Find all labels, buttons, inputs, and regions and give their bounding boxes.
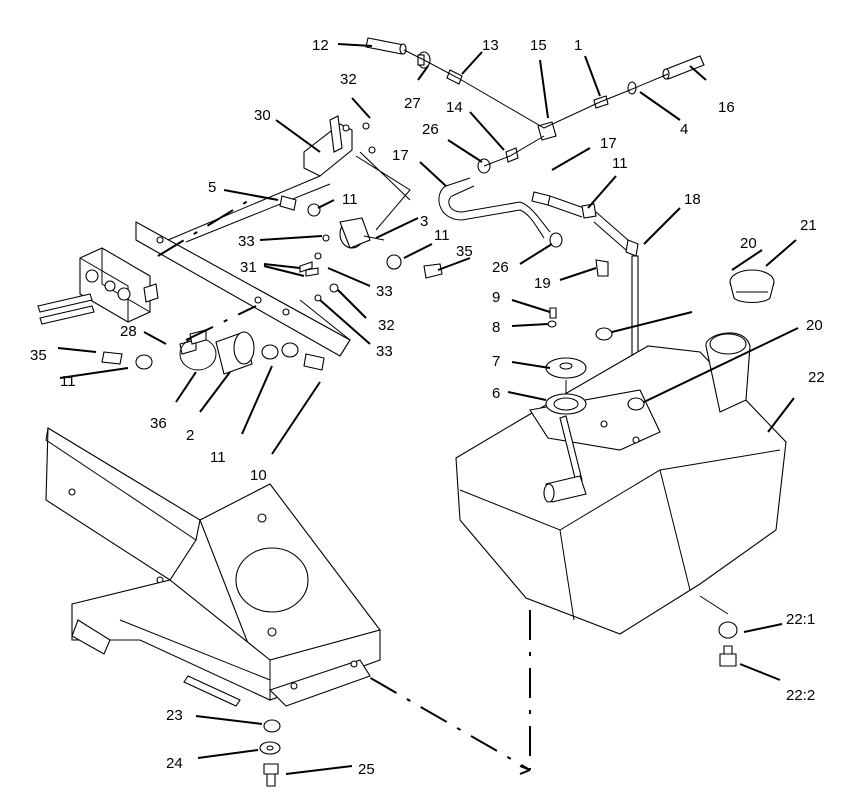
callout-6: 6 [492, 385, 500, 402]
callout-26-lower: 26 [492, 259, 509, 276]
callout-20-right: 20 [806, 317, 823, 334]
callout-15: 15 [530, 37, 547, 54]
callout-9: 9 [492, 289, 500, 306]
hose-35-left [101, 351, 123, 365]
washers-33 [314, 234, 330, 302]
callout-4: 4 [680, 121, 688, 138]
callout-8: 8 [492, 319, 500, 336]
clamp-26-lower [549, 232, 563, 248]
callout-10: 10 [250, 467, 267, 484]
fuel-pump-3 [339, 217, 385, 249]
hose-17-straight [531, 191, 585, 218]
gasket-6 [545, 380, 587, 415]
fitting-11-filter-out [261, 342, 299, 360]
callout-5: 5 [208, 179, 216, 196]
callout-20-top: 20 [740, 235, 757, 252]
chassis-frame [45, 427, 381, 707]
washer-8 [547, 320, 557, 328]
fuel-hose-16 [662, 55, 705, 80]
tee-fitting-15 [537, 121, 557, 141]
fitting-13 [446, 69, 463, 85]
fuel-hose-12 [365, 37, 407, 55]
callout-31: 31 [240, 259, 257, 276]
centerline-mount-to-tank [269, 619, 531, 771]
callout-23: 23 [166, 707, 183, 724]
callout-19: 19 [534, 275, 551, 292]
callout-11-filter-in: 11 [60, 373, 76, 390]
callout-21: 21 [800, 217, 817, 234]
callout-25: 25 [358, 761, 375, 778]
spacer-5 [279, 195, 297, 211]
callout-30: 30 [254, 107, 271, 124]
callout-11-pump-in: 11 [342, 191, 358, 208]
callout-28: 28 [120, 323, 137, 340]
callout-7: 7 [492, 353, 500, 370]
washer-23 [263, 719, 281, 733]
clip-36 [179, 329, 217, 371]
washer-24 [259, 741, 281, 755]
callout-16: 16 [718, 99, 735, 116]
hose-17-curved [438, 177, 551, 239]
callout-27: 27 [404, 95, 421, 112]
callout-12: 12 [312, 37, 329, 54]
callout-18: 18 [684, 191, 701, 208]
callout-35-right: 35 [456, 243, 473, 260]
callout-11-pump-out: 11 [434, 227, 450, 244]
elbow-19 [595, 259, 609, 277]
nut-32-lower [329, 283, 339, 293]
callout-32-lower: 32 [378, 317, 395, 334]
callout-32-top: 32 [340, 71, 357, 88]
callout-33-middle: 33 [376, 283, 393, 300]
callout-2: 2 [186, 427, 194, 444]
hose-10 [303, 353, 325, 371]
callout-24: 24 [166, 755, 183, 772]
fitting-11-filter-in [135, 354, 153, 370]
frame-plate [135, 221, 351, 357]
callout-3: 3 [420, 213, 428, 230]
centerline-filter [185, 305, 257, 341]
callout-33-lower: 33 [376, 343, 393, 360]
centerline-bracket [157, 195, 257, 257]
callout-11-filter-out: 11 [210, 449, 226, 466]
callout-22-2: 22:2 [786, 687, 815, 704]
callout-22: 22 [808, 369, 825, 386]
sender-plate-7 [545, 357, 587, 379]
fuel-tank-22 [455, 332, 787, 635]
hose-35-right [423, 263, 443, 279]
screw-9 [549, 307, 557, 319]
callout-1: 1 [574, 37, 582, 54]
fuel-cap-21 [729, 269, 775, 304]
fitting-11-top [581, 203, 629, 251]
callout-35-left: 35 [30, 347, 47, 364]
screws-31 [299, 261, 319, 277]
fitting-11-pump-in [307, 203, 321, 217]
callout-17-straight: 17 [600, 135, 617, 152]
callout-36: 36 [150, 415, 167, 432]
fuel-filter-2 [215, 331, 255, 375]
callout-33-upper: 33 [238, 233, 255, 250]
callout-22-1: 22:1 [786, 611, 815, 628]
drain-washer-22-1 [718, 621, 738, 639]
callout-17-curved: 17 [392, 147, 409, 164]
drain-plug-22-2 [719, 645, 737, 667]
mounting-bracket-30 [303, 115, 376, 177]
fuel-sender-float [543, 415, 587, 503]
fitting-11-pump-out [386, 254, 402, 270]
manifold-block [37, 247, 159, 325]
grommet-20-right [627, 397, 645, 411]
callout-14: 14 [446, 99, 463, 116]
bolt-25 [263, 763, 279, 787]
grommet-20-top [595, 327, 613, 341]
callout-11-top: 11 [612, 155, 628, 172]
callout-26-top: 26 [422, 121, 439, 138]
callout-13: 13 [482, 37, 499, 54]
